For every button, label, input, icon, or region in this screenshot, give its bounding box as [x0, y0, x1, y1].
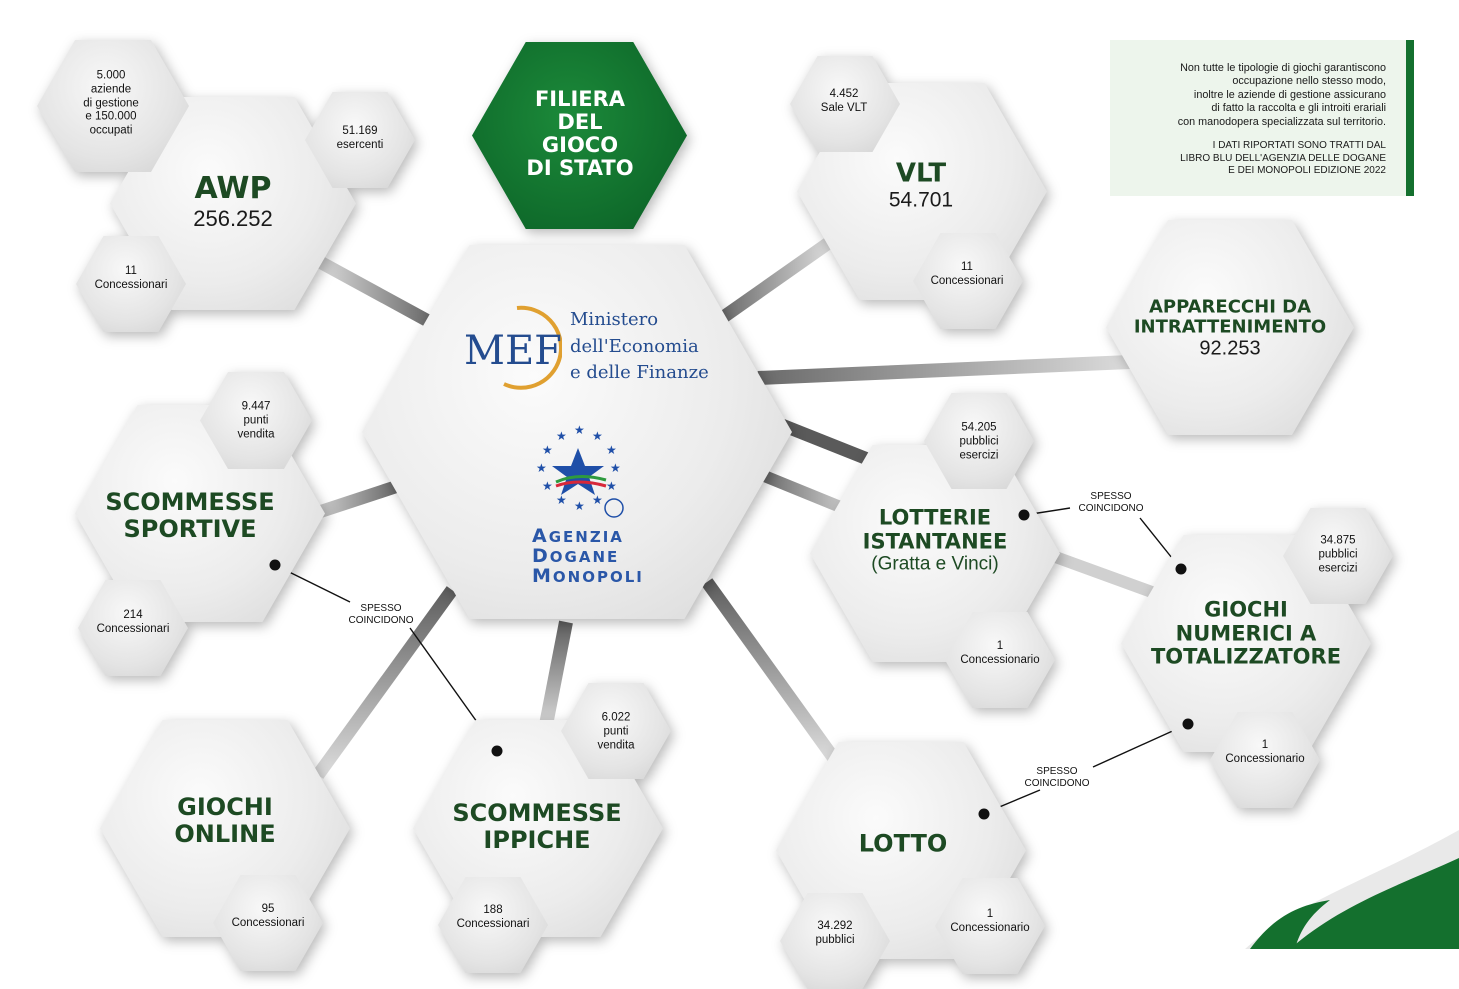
svg-text:★: ★ — [536, 461, 547, 475]
node-scommesse-ippiche: SCOMMESSE IPPICHE — [452, 799, 622, 854]
svg-text:★: ★ — [556, 493, 567, 507]
svg-text:★: ★ — [592, 429, 603, 443]
flag-ribbon-icon — [1245, 830, 1459, 949]
dot-lotto — [978, 808, 990, 820]
note-paragraph-1: Non tutte le tipologie di giochi garanti… — [1177, 62, 1386, 128]
node-giochi-numerici: GIOCHI NUMERICI A TOTALIZZATORE — [1150, 597, 1342, 669]
info-note: Non tutte le tipologie di giochi garanti… — [1110, 40, 1414, 196]
spoke-lotterie — [779, 418, 873, 467]
diagram-stage: FILIERA DEL GIOCO DI STATO Non tutte le … — [37, 40, 1459, 989]
svg-text:★: ★ — [606, 479, 617, 493]
node-scommesse-sportive: SCOMMESSE SPORTIVE — [105, 488, 275, 543]
spoke-vlt — [718, 236, 834, 324]
node-lotto: LOTTO — [858, 829, 948, 858]
svg-text:★: ★ — [542, 443, 553, 457]
svg-text:MEF: MEF — [464, 328, 562, 374]
node-awp: AWP 256.252 — [193, 171, 273, 231]
spoke-ippiche — [538, 620, 573, 732]
spoke-lotto — [701, 578, 841, 764]
svg-text:★: ★ — [542, 479, 553, 493]
svg-text:★: ★ — [606, 443, 617, 457]
spoke-lines — [274, 236, 1189, 814]
node-giochi-online: GIOCHI ONLINE — [174, 793, 276, 848]
node-vlt: VLT 54.701 — [888, 158, 954, 212]
adm-name: AGENZIA DOGANE MONOPOLI — [532, 525, 644, 587]
hex-numerici-bottom — [1210, 712, 1320, 808]
node-apparecchi: APPARECCHI DA INTRATTENIMENTO 92.253 — [1133, 296, 1327, 360]
spoke-online — [312, 586, 458, 779]
svg-text:★: ★ — [556, 429, 567, 443]
hex-numerici-top — [1283, 508, 1393, 604]
dot-numerici-bottom — [1182, 718, 1194, 730]
svg-text:★: ★ — [610, 461, 621, 475]
hex-layer — [37, 40, 1393, 989]
filiera-title: FILIERA DEL GIOCO DI STATO — [526, 86, 634, 181]
dot-numerici-top — [1175, 563, 1187, 575]
note-paragraph-2: I DATI RIPORTATI SONO TRATTI DAL LIBRO B… — [1180, 140, 1386, 177]
node-lotterie: LOTTERIE ISTANTANEE (Gratta e Vinci) — [862, 505, 1008, 575]
dot-sportive — [269, 559, 281, 571]
spoke-numerici — [1047, 549, 1163, 601]
mef-name: Ministero dell'Economia e delle Finanze — [570, 309, 709, 384]
spoke-sportive — [307, 480, 398, 522]
dot-lotterie — [1018, 509, 1030, 521]
svg-text:★: ★ — [574, 499, 585, 513]
svg-text:★: ★ — [592, 493, 603, 507]
star-emblem-icon: ★★★ ★★★ ★★★ ★★★ — [536, 423, 624, 518]
hex-awp-right — [305, 92, 415, 188]
hex-apparecchi — [1106, 220, 1354, 435]
spoke-awp — [316, 256, 434, 328]
svg-text:★: ★ — [574, 423, 585, 437]
mef-logo-icon: MEF — [464, 305, 562, 390]
dot-ippiche — [491, 745, 503, 757]
spoke-apparecchi — [757, 355, 1131, 385]
